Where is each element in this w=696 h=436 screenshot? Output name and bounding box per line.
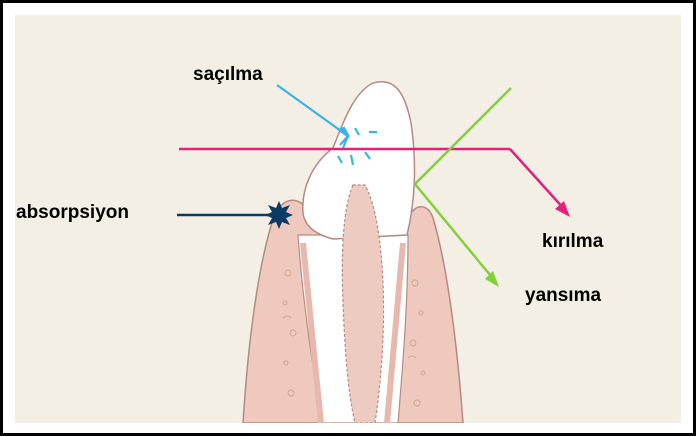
- refraction-arrowhead: [555, 201, 570, 217]
- label-reflection: yansıma: [525, 285, 601, 307]
- reflection-arrowhead: [485, 271, 499, 287]
- label-scattering: saçılma: [193, 64, 263, 86]
- label-absorption: absorpsiyon: [16, 202, 129, 224]
- label-refraction: kırılma: [542, 231, 603, 253]
